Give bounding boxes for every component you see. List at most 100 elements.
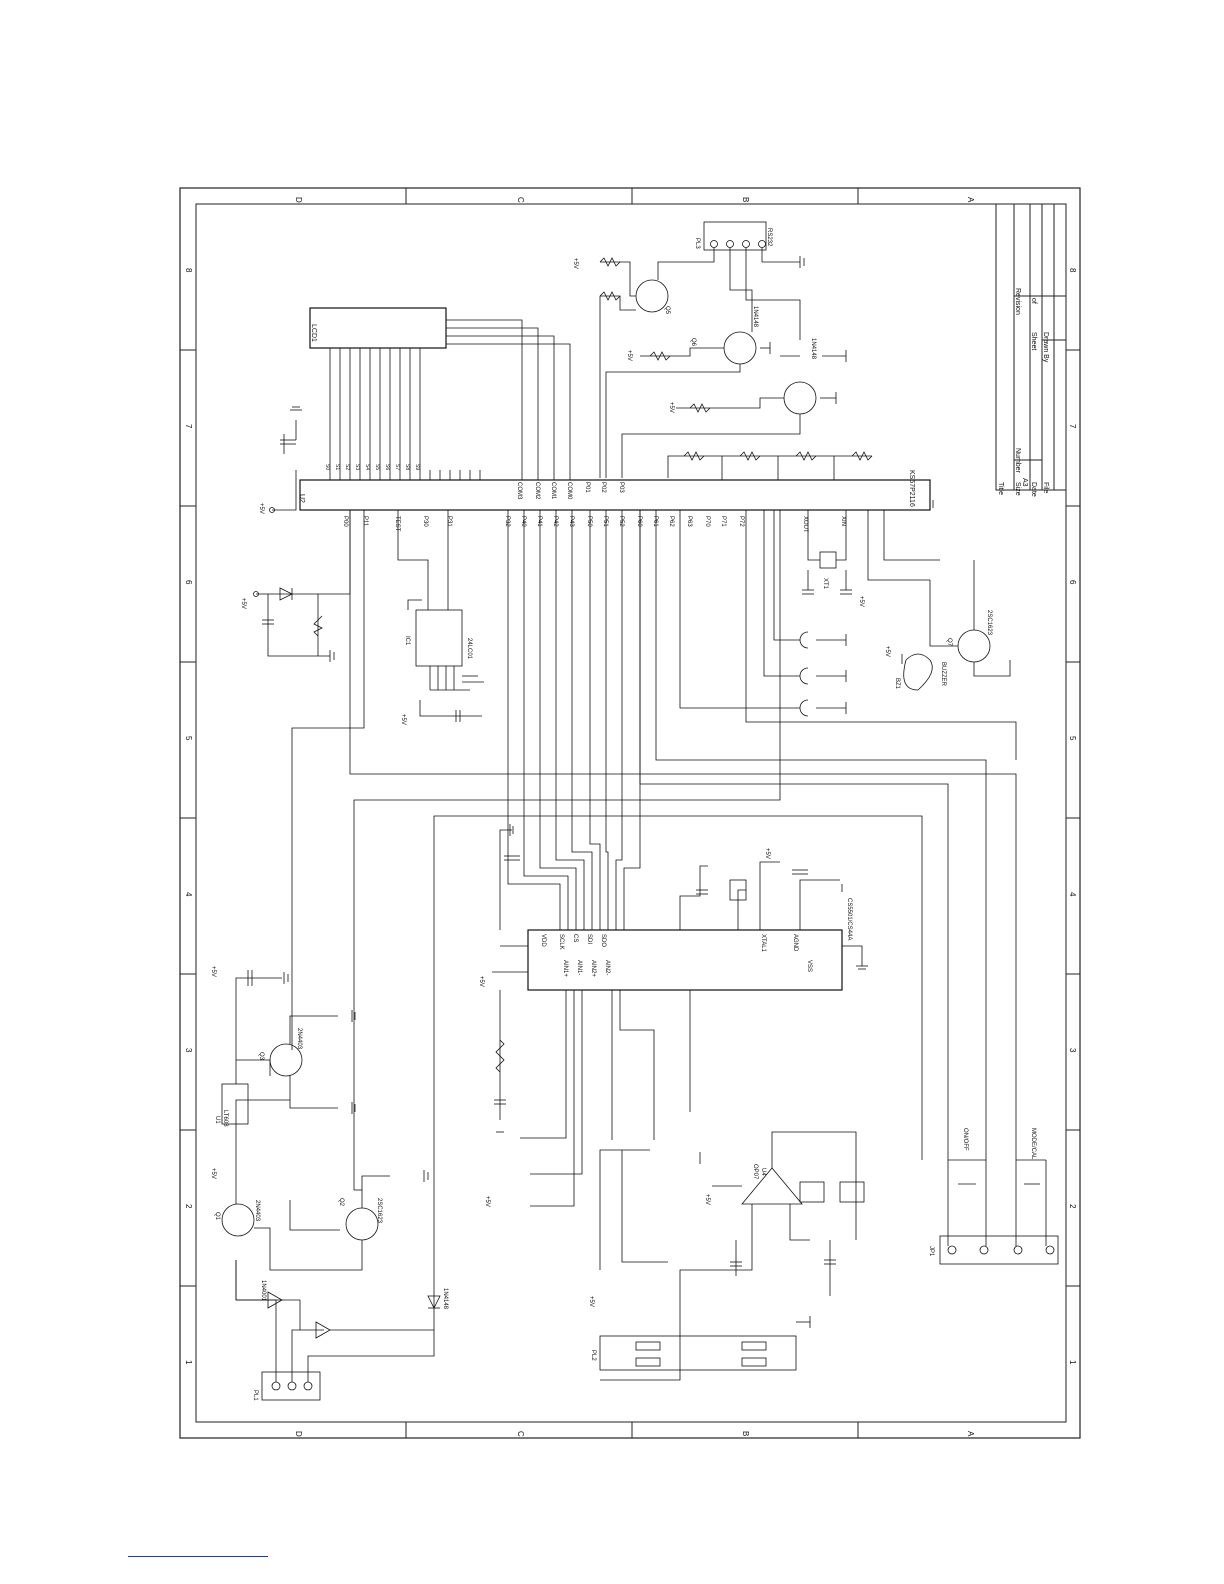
- drawing-border: [179, 187, 1081, 1439]
- zone-number-left: 5: [184, 736, 193, 741]
- lcd-seg-label: S7: [394, 464, 400, 470]
- lcd-refdes: LCD1: [310, 324, 317, 342]
- switch-mode-label: MODE/CAL: [1030, 1128, 1036, 1160]
- u3-part: CS5501/CS44A: [846, 898, 852, 940]
- u2-pin-label: P51: [602, 516, 608, 527]
- rs232-label: RS232: [766, 228, 772, 247]
- jp1-switches: [939, 1159, 1059, 1265]
- eeprom-labels: IC1 24LC01 +5V: [400, 636, 472, 725]
- zone-number-left: 6: [184, 580, 193, 585]
- u3-pin-label: SDO: [600, 934, 606, 947]
- u2-microcontroller: U2 KS57P2116 COM3 COM2 COM1 COM0 P01 P02…: [298, 470, 931, 533]
- u4-refdes: U4: [760, 1168, 766, 1176]
- zone-number-right: 5: [1068, 736, 1077, 741]
- u1-refdes: U1: [214, 1116, 220, 1124]
- vcc-label: +5V: [478, 976, 484, 987]
- q5-refdes: Q5: [664, 306, 670, 315]
- zone-number-left: 3: [184, 1048, 193, 1053]
- pl3-refdes: PL3: [694, 238, 700, 249]
- u4-part: OP07: [752, 1164, 758, 1180]
- q3-part: 2N4403: [296, 1028, 302, 1050]
- osc-buzzer-labels: XT1 Q7 2SC1623 BZ1 BUZZER +5V +5V: [822, 578, 992, 690]
- switch-onoff-label: ON/OFF: [962, 1128, 968, 1151]
- lcd-seg-label: S1: [334, 464, 340, 470]
- u2-pin-label: XIN: [840, 516, 846, 526]
- vcc-label: +5V: [884, 646, 890, 657]
- u2-pin-label: COM0: [566, 482, 572, 500]
- zone-number-right: 4: [1068, 892, 1077, 897]
- zone-letter-bottom: D: [294, 1431, 303, 1437]
- zone-letter-top: B: [741, 197, 750, 202]
- vcc-label: +5V: [258, 503, 264, 514]
- q1-refdes: Q1: [214, 1212, 220, 1221]
- ground-symbols: [351, 498, 934, 1164]
- u3-pin-label: AIN1+: [562, 960, 568, 977]
- u2-pin-label: P50: [586, 516, 592, 527]
- lcd-seg-label: S2: [344, 464, 350, 470]
- drawn-by-label: Drawn By: [1042, 332, 1049, 363]
- size-value: A3: [1021, 478, 1028, 487]
- zone-number-right: 1: [1068, 1360, 1077, 1365]
- u2-pin-label: P62: [668, 516, 674, 527]
- diode-part: 1N4001: [260, 1280, 266, 1302]
- u2-pin-label: P63: [686, 516, 692, 527]
- footer-link-underline[interactable]: [128, 1556, 268, 1557]
- u2-pin-label: P32: [504, 516, 510, 527]
- u2-oscillator-buzzer: [802, 510, 1011, 691]
- number-label: Number: [1014, 448, 1021, 474]
- u3-pin-label: SCLK: [558, 934, 564, 950]
- ic1-refdes: IC1: [404, 636, 410, 646]
- lcd-seg-label: S5: [374, 464, 380, 470]
- diode-part: 1N4148: [752, 306, 758, 328]
- zone-number-right: 3: [1068, 1048, 1077, 1053]
- vcc-label: +5V: [668, 402, 674, 413]
- u3-support: [492, 829, 868, 1207]
- u3-pin-label: VSS: [806, 960, 812, 972]
- u2-pin-label: P71: [720, 516, 726, 527]
- vcc-label: +5V: [764, 848, 770, 859]
- adc-u3: SCLK CS SDI SDO AIN1+ AIN1- AIN2+ AIN2- …: [492, 829, 868, 1207]
- u2-pin-label: COM1: [550, 482, 556, 500]
- q2-refdes: Q2: [338, 1198, 344, 1207]
- lcd-seg-labels: S0 S1 S2 S3 S4 S5 S6 S7 S8 S9: [324, 464, 420, 470]
- pl1-refdes: PL1: [252, 1390, 258, 1401]
- diode-part: 1N4148: [810, 338, 816, 360]
- jp1-refdes: JP1: [928, 1246, 934, 1257]
- lcd-display: LCD1 S0 S1 S2 S3 S4 S5 S6 S7 S8 S9: [309, 307, 571, 480]
- c4-decoupling: [269, 406, 302, 513]
- u2-pin-label: P00: [342, 516, 348, 527]
- u2-pin-label: P41: [536, 516, 542, 527]
- zone-number-left: 4: [184, 892, 193, 897]
- vcc-label: +5V: [210, 966, 216, 977]
- q7-refdes: Q7: [946, 638, 952, 647]
- zone-number-right: 8: [1068, 268, 1077, 273]
- sheet-label: Sheet: [1030, 332, 1037, 350]
- zone-number-right: 7: [1068, 424, 1077, 429]
- vcc-label: +5V: [240, 598, 246, 609]
- vcc-label: +5V: [210, 1168, 216, 1179]
- zone-letter-bottom: B: [741, 1431, 750, 1436]
- zone-number-left: 8: [184, 268, 193, 273]
- q7-part: 2SC1623: [986, 610, 992, 636]
- u3-pin-label: AIN2+: [590, 960, 596, 977]
- vcc-label: +5V: [572, 258, 578, 269]
- switch-labels: JP1 ON/OFF MODE/CAL: [928, 1128, 1036, 1257]
- rs232-labels: PL3 RS232 Q5 Q6 1N4148 1N4148 +5V +5V +5…: [572, 228, 816, 413]
- q3-refdes: Q3: [258, 1052, 264, 1061]
- vcc-label: +5V: [858, 596, 864, 607]
- u3-pin-label: AIN1-: [576, 960, 582, 975]
- u2-pin-label: P02: [600, 482, 606, 493]
- lcd-seg-label: S6: [384, 464, 390, 470]
- eeprom-ic1: [397, 510, 484, 722]
- sheet-of: of: [1030, 298, 1037, 304]
- u3-pin-label: VDD: [540, 934, 546, 947]
- q1-part: 2N4403: [254, 1200, 260, 1222]
- u2-pin-label: COM3: [516, 482, 522, 500]
- q6-refdes: Q6: [690, 338, 696, 347]
- zone-letter-top: D: [294, 197, 303, 203]
- u3-pin-label: AGND: [792, 934, 798, 952]
- u2-pin-label: P72: [738, 516, 744, 527]
- pl2-refdes: PL2: [590, 1350, 596, 1361]
- u2-pin-label: COM2: [534, 482, 540, 500]
